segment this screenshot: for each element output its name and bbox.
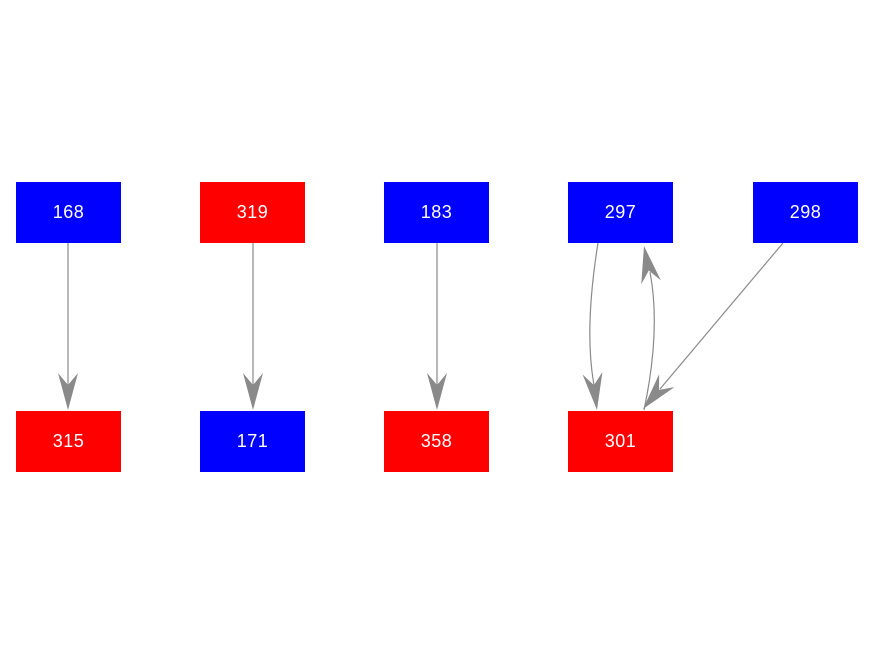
edge-319-171 [243,243,263,410]
edge-168-315-arrowhead [58,373,78,410]
node-183: 183 [384,182,489,243]
node-297-label: 297 [604,202,637,222]
edge-183-358 [427,243,447,410]
node-301-label: 301 [604,431,637,451]
edge-297-301-arrowhead [582,372,603,410]
node-301: 301 [568,411,673,472]
node-168-label: 168 [52,202,85,222]
node-319: 319 [200,182,305,243]
node-319-label: 319 [236,202,269,222]
edge-297-301 [582,242,603,410]
edge-298-301 [643,242,784,409]
edge-183-358-arrowhead [427,373,447,410]
node-183-label: 183 [420,202,453,222]
edge-168-315 [58,243,78,410]
node-168: 168 [16,182,121,243]
node-358-label: 358 [420,431,453,451]
node-298-label: 298 [789,202,822,222]
node-298: 298 [753,182,858,243]
edge-301-297 [641,246,661,411]
node-358: 358 [384,411,489,472]
edge-298-301-arrowhead [643,374,675,409]
node-171-label: 171 [236,431,269,451]
node-297: 297 [568,182,673,243]
edge-301-297-arrowhead [641,246,661,285]
node-171: 171 [200,411,305,472]
node-315: 315 [16,411,121,472]
edge-319-171-arrowhead [243,373,263,410]
node-315-label: 315 [52,431,85,451]
